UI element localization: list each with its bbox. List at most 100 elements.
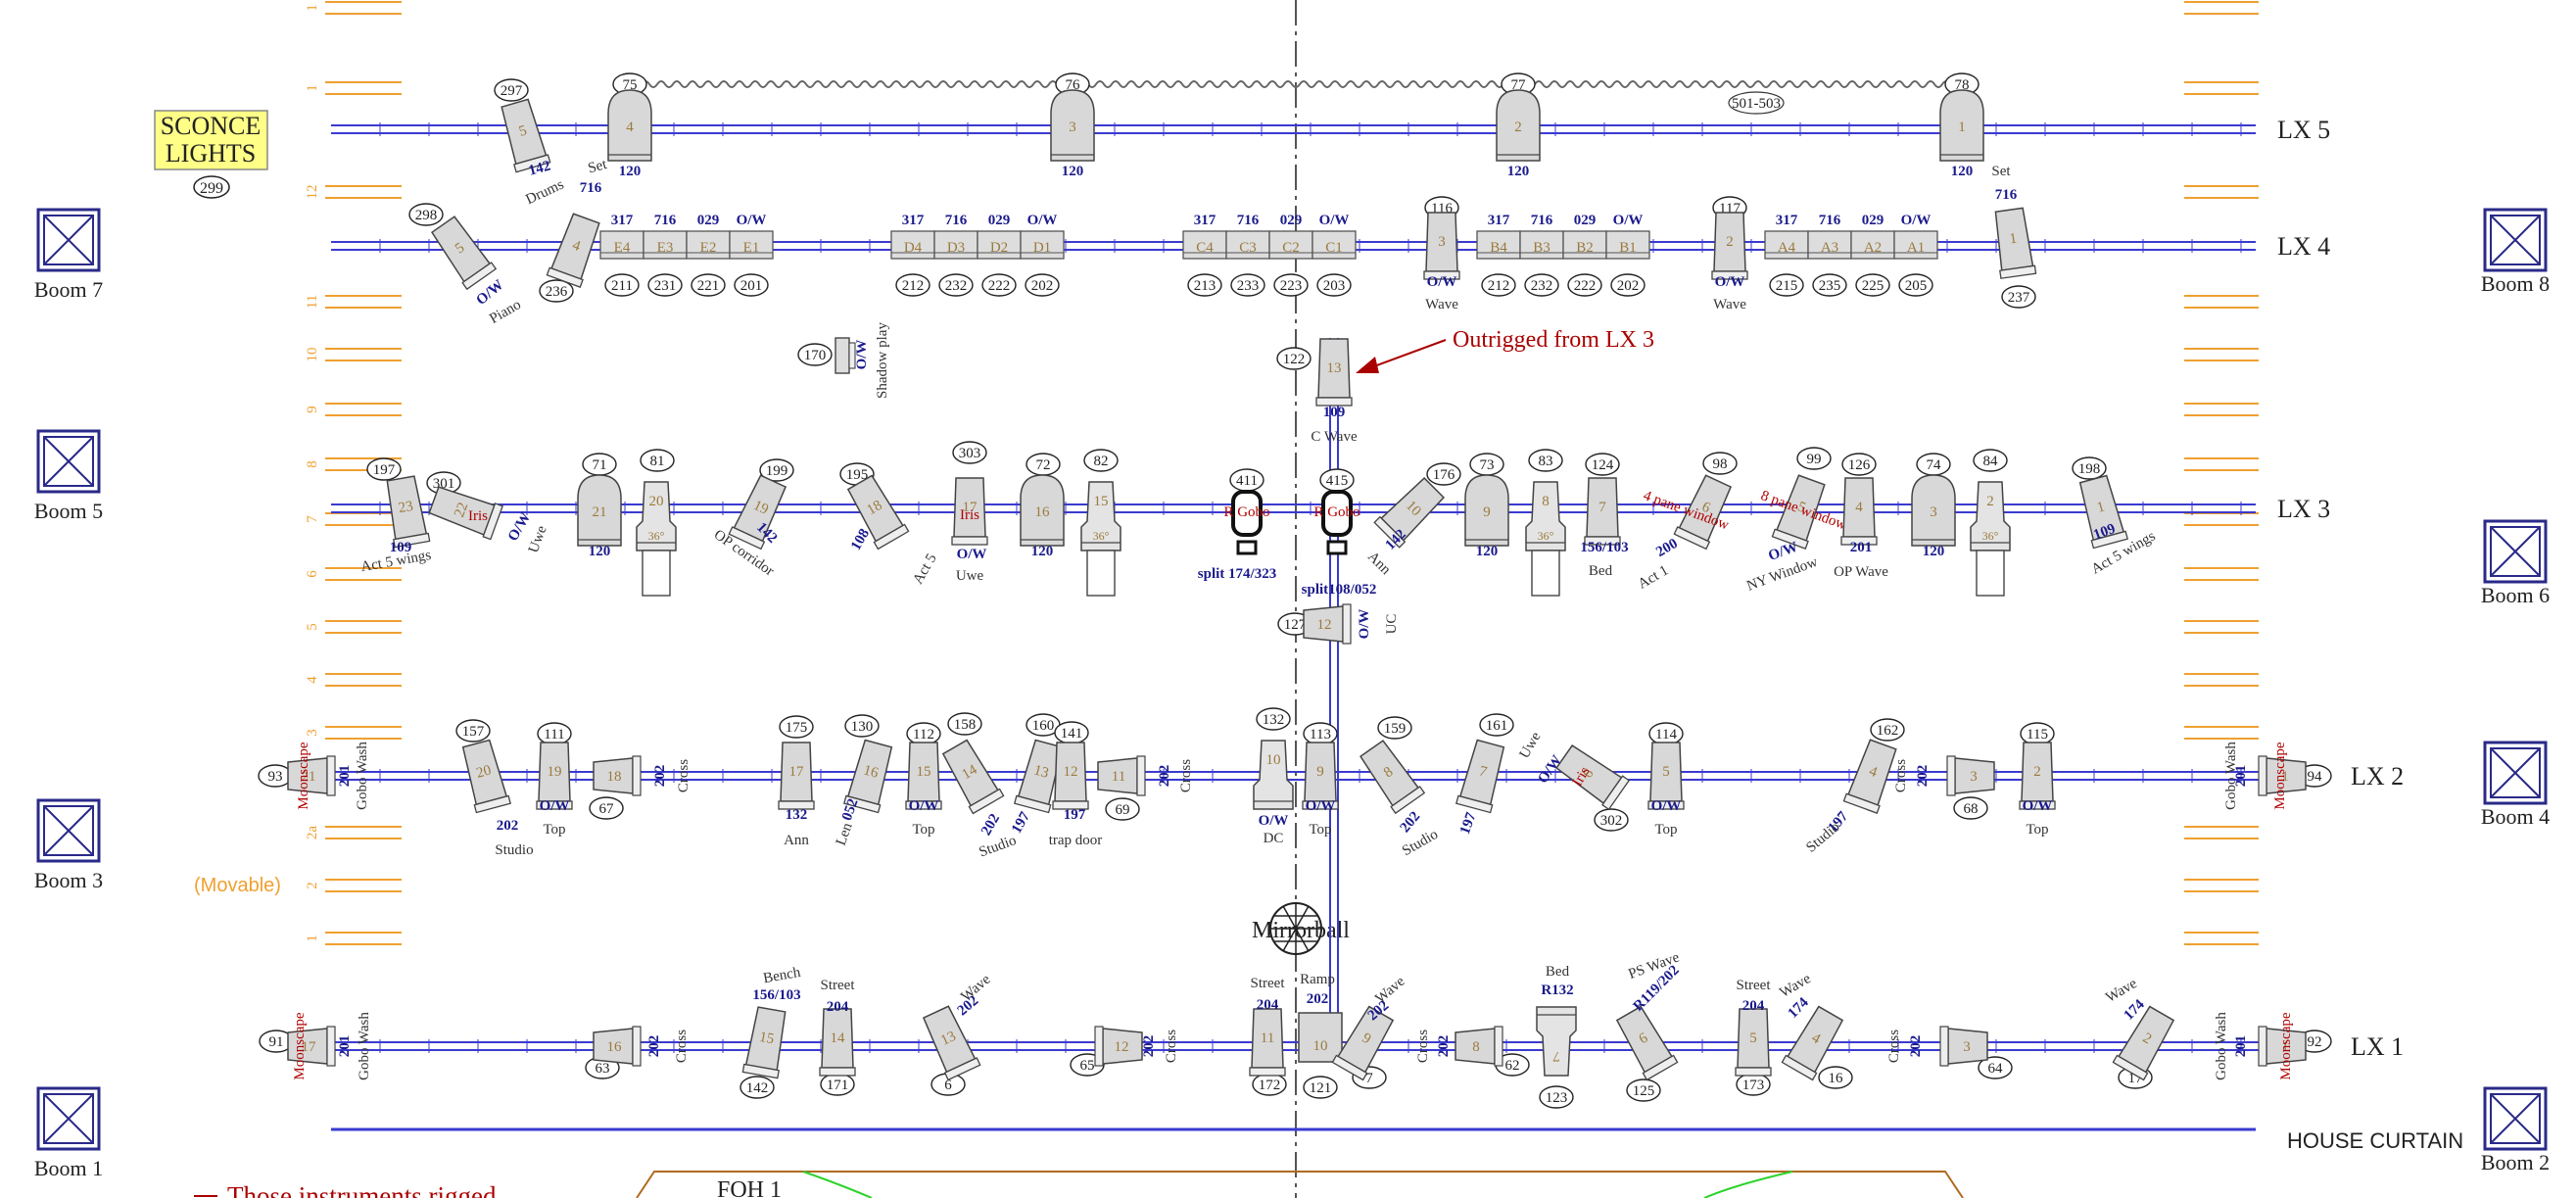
- lx3-unit-17-lens: [951, 536, 988, 546]
- lx4-cyc-c4-body: [1182, 230, 1227, 260]
- lx3-unit-21-body: [577, 474, 622, 547]
- lx1-unit-7-oval: [1539, 1085, 1574, 1109]
- lx4-unit-5-purpose: Piano: [487, 297, 524, 327]
- lx4-cyc-c1-oval: [1316, 273, 1352, 297]
- lx3-unit-415-gobo: R Gobo: [1313, 504, 1360, 520]
- lx2-unit-10-purpose: DC: [1264, 831, 1284, 846]
- lx4-cyc-b1-color: O/W: [1613, 213, 1644, 228]
- lx2-unit-3-color: 202: [1915, 765, 1931, 788]
- lx4-cyc-c3-cell: C3: [1239, 240, 1257, 256]
- ruler-number: 5: [305, 623, 320, 631]
- lx1-unit-16-unit-number: 16: [607, 1039, 623, 1055]
- lx4-cyc-e4-oval: [604, 273, 640, 297]
- lx3-unit-15-unit-number: 15: [1094, 494, 1109, 509]
- floating-unit-170-color: O/W: [854, 340, 870, 370]
- lx3-unit-12-purpose: UC: [1384, 614, 1400, 635]
- lx2-unit-1-gobo: Moonscape: [2272, 742, 2288, 809]
- lx3-unit-8-body: [1525, 481, 1566, 551]
- bar-label-lx-1: LX 1: [2351, 1032, 2404, 1061]
- lx4-cyc-e3-cell: E3: [657, 240, 674, 256]
- lx3-unit-7-purpose: Bed: [1589, 563, 1613, 579]
- floating-unit-122-unit-number: 13: [1327, 360, 1342, 376]
- lx3-unit-6-oval: [1702, 452, 1738, 475]
- lx3-unit-19-oval: [759, 458, 794, 482]
- ruler-number: 2a: [305, 826, 320, 840]
- lx2-unit-17-channel: 175: [786, 720, 808, 736]
- lx3-unit-20-size: 36°: [648, 529, 665, 543]
- lx3-unit-18-color: 108: [848, 526, 873, 552]
- lx1-unit-14-lens: [819, 1067, 856, 1077]
- bar-label-lx-5: LX 5: [2277, 116, 2330, 144]
- lx4-unit-2-color: O/W: [1715, 274, 1745, 290]
- lx2-unit-11-unit-number: 11: [1112, 769, 1125, 785]
- lx3-unit-7-lens: [1584, 536, 1621, 546]
- lx2-unit-5-lens: [1647, 800, 1685, 810]
- lx2-unit-21-shape: [287, 755, 336, 796]
- lx2-unit-3-purpose: Cross: [1893, 759, 1909, 792]
- lx3-unit-7-channel: 124: [1592, 457, 1614, 473]
- ruler-number: 7: [305, 515, 320, 523]
- lx3-unit-10-shape: 10: [1373, 477, 1445, 549]
- lx3-unit-7-color: 156/103: [1580, 540, 1628, 555]
- boom-5: Boom 5: [34, 429, 103, 523]
- lx3-unit-23-channel: 197: [373, 462, 396, 478]
- lx1-unit-15-channel: 142: [746, 1080, 769, 1096]
- lx4-unit-3-unit-number: 3: [1438, 234, 1446, 250]
- lx1-unit-7-body: [1536, 1006, 1577, 1077]
- lx5-unit-1-body: [1939, 89, 1984, 162]
- lx4-cyc-c4-color: 317: [1194, 213, 1216, 228]
- lx1-unit-3-purpose: Cross: [1886, 1030, 1902, 1063]
- lx4-cyc-c3-channel: 233: [1237, 278, 1260, 294]
- lx2-unit-4-shape: 4: [1842, 739, 1897, 814]
- lx3-unit-9-channel: 73: [1480, 457, 1495, 473]
- lx3-unit-415-yoke: [1326, 540, 1348, 555]
- lx4-cyc-e1-cell: E1: [743, 240, 760, 256]
- lx4-cyc-d1-color: O/W: [1027, 213, 1058, 228]
- boom-6: Boom 6: [2481, 519, 2550, 607]
- lx4-cyc-a3-color: 716: [1819, 213, 1841, 228]
- lx3-unit-20-unit-number: 20: [649, 494, 664, 509]
- lx2-unit-16-unit-number: 16: [862, 762, 881, 781]
- lx4-cyc-b4-color: 317: [1488, 213, 1510, 228]
- lx2-unit-13-unit-number: 13: [1032, 762, 1051, 781]
- lx2-unit-18-lens: [632, 755, 642, 796]
- lx3-unit-6-channel: 98: [1713, 456, 1728, 472]
- lx1-unit-17-unit-number: 17: [302, 1039, 317, 1055]
- lx3-unit-19-unit-number: 19: [751, 498, 771, 518]
- lx3-unit-23-shape: 23: [386, 475, 431, 549]
- lx3-unit-4-purpose: OP Wave: [1834, 564, 1888, 580]
- lx4-cyc-a1-channel: 205: [1905, 278, 1928, 294]
- lx5-unit-2-unit-number: 2: [1514, 120, 1522, 135]
- lx3-unit-17-shape: 17: [951, 477, 988, 546]
- lx2-unit-18-channel: 67: [599, 801, 615, 817]
- lx2-unit-1-channel: 94: [2308, 769, 2323, 785]
- lx1-unit-2-shape: 2: [2112, 1005, 2175, 1081]
- lx1-unit-15-unit-number: 15: [758, 1030, 776, 1047]
- floating-unit-122-shape: 13: [1315, 338, 1353, 407]
- lx3-unit-5-shape: 5: [1771, 474, 1826, 550]
- lx1-unit-15-purpose: Bench: [762, 965, 802, 986]
- lx2-unit-19-shape: 19: [536, 742, 573, 810]
- range-501-503: 501-503: [1728, 91, 1785, 115]
- lx3-unit-22-lens: [482, 503, 503, 541]
- foh-1-label: FOH 1: [717, 1177, 782, 1198]
- lx2-unit-14-lens: [968, 788, 1005, 815]
- lx5-unit-5-purpose: Drums: [523, 176, 566, 208]
- lx4-unit-1-shape: 1: [1994, 207, 2037, 279]
- lx2-unit-3-shape: [1946, 755, 1995, 796]
- lx3-unit-9-color: 120: [1476, 544, 1499, 559]
